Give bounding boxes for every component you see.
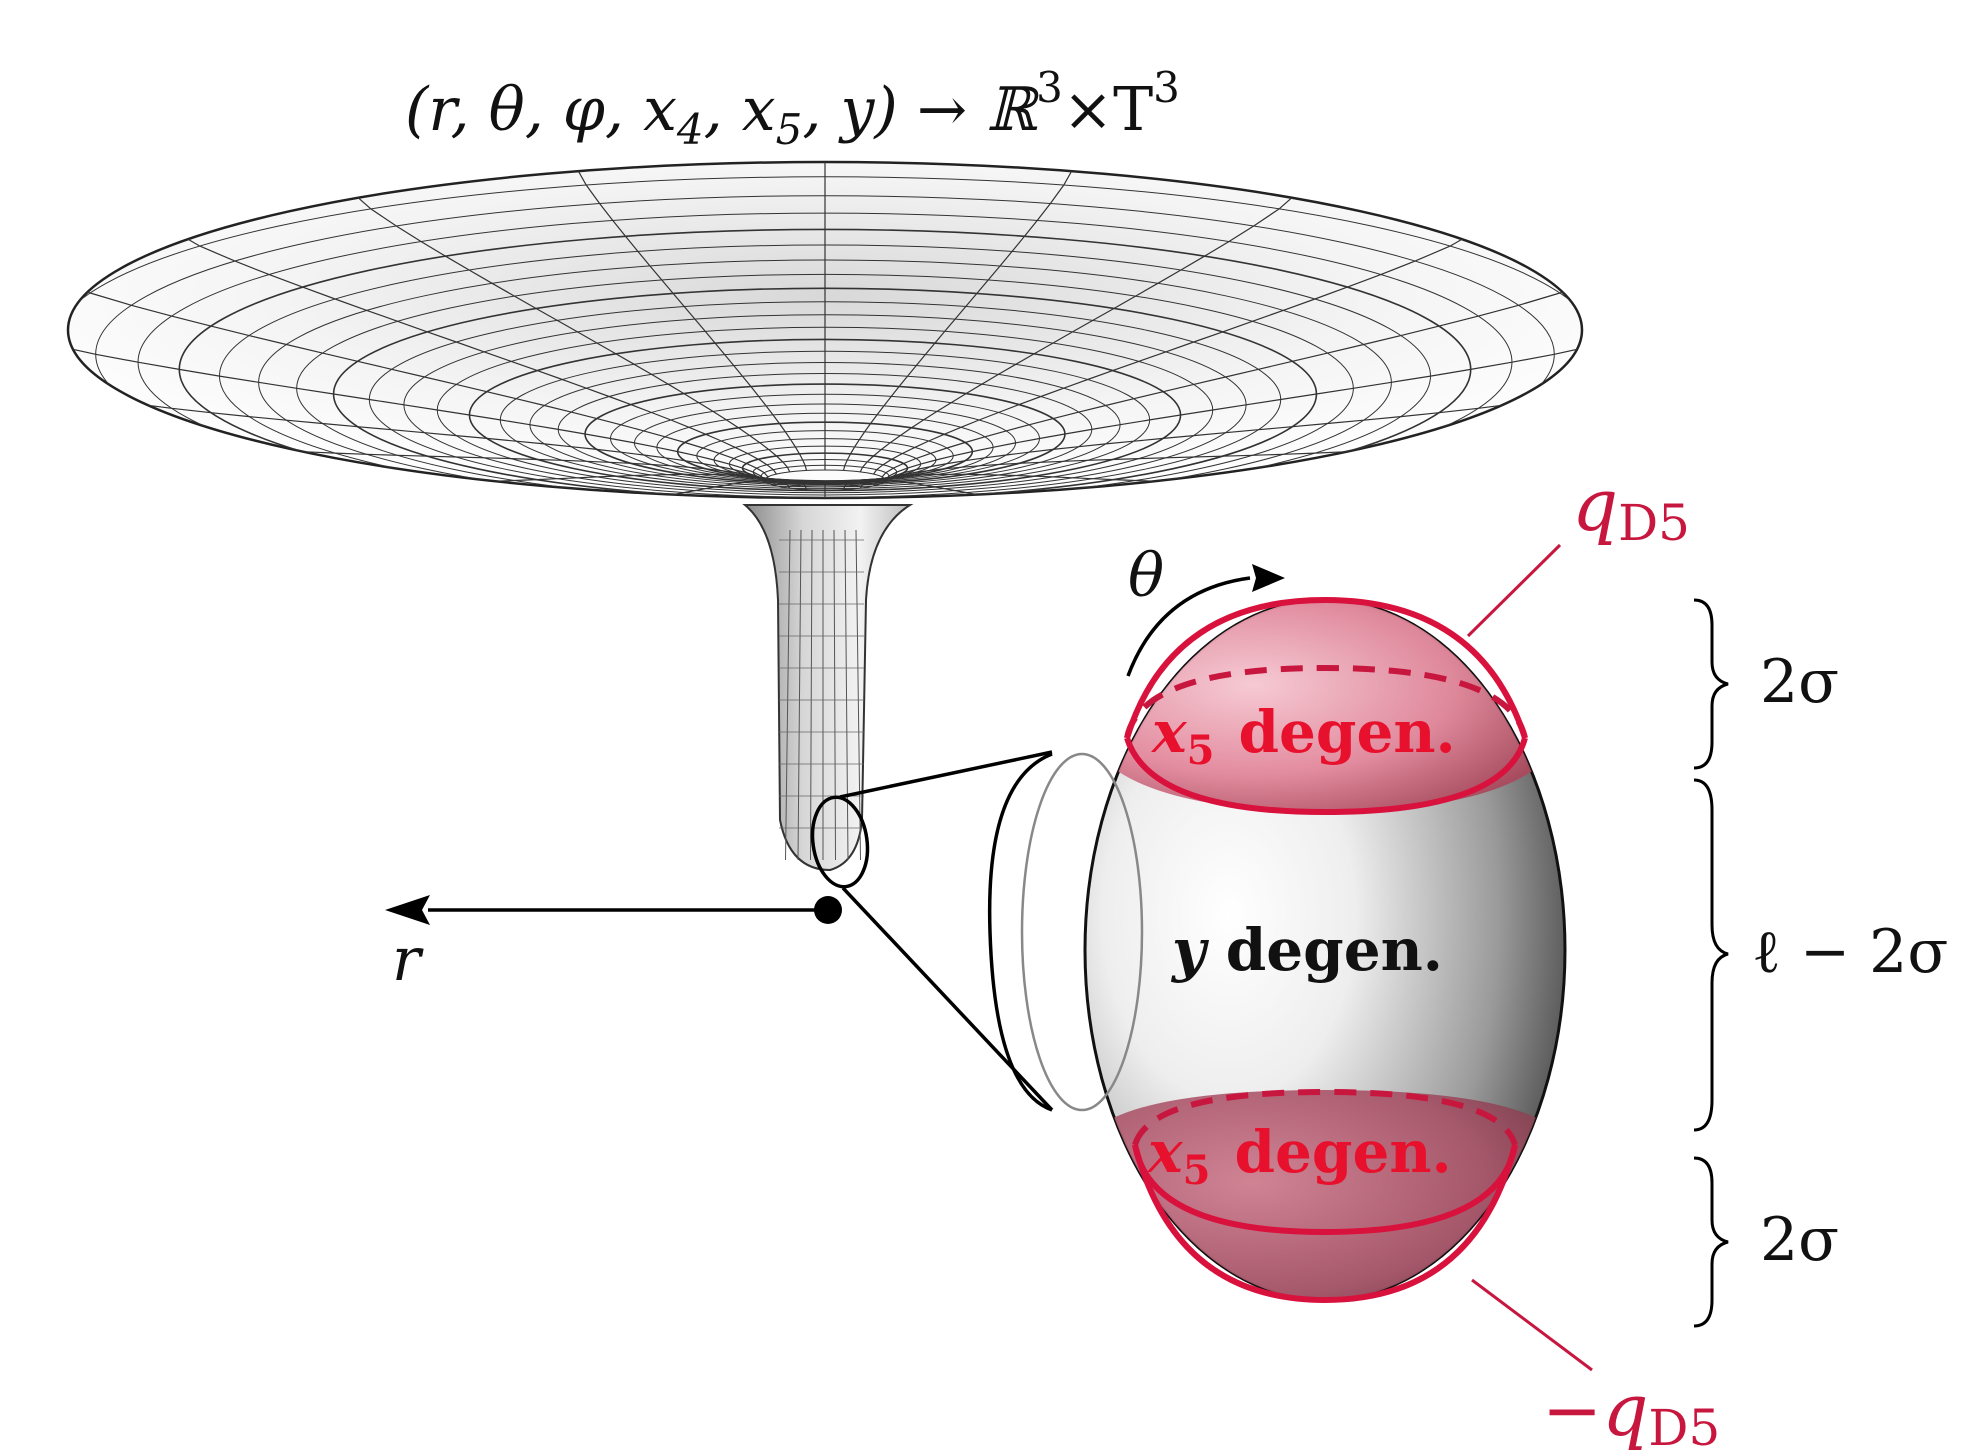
bottom-charge-sub: D5 bbox=[1648, 1399, 1720, 1450]
middle-degen-word: degen. bbox=[1226, 916, 1443, 984]
brace-middle bbox=[1693, 778, 1729, 1132]
top-charge-label: qD5 bbox=[1572, 463, 1690, 552]
formula-tail: , y) → ℝ bbox=[802, 75, 1040, 145]
funnel-surface bbox=[66, 160, 1584, 872]
charge-pointers bbox=[1466, 543, 1593, 1372]
formula-sub5: 5 bbox=[776, 105, 803, 154]
slice-ellipse-front bbox=[987, 752, 1053, 1112]
slice-ellipse-back bbox=[1020, 752, 1144, 1112]
r-axis: r bbox=[385, 895, 842, 995]
formula-sub4: 4 bbox=[676, 105, 704, 154]
bottom-charge-label: −qD5 bbox=[1542, 1368, 1720, 1450]
formula-sup-b: 3 bbox=[1153, 63, 1180, 112]
formula-sup-a: 3 bbox=[1036, 63, 1063, 112]
origin-dot bbox=[814, 896, 842, 924]
funnel-spoke bbox=[881, 274, 1582, 478]
braces bbox=[1693, 598, 1729, 1328]
throat-line bbox=[855, 529, 861, 861]
r-axis-label: r bbox=[392, 925, 424, 995]
zoom-cone-bottom bbox=[841, 886, 1054, 1112]
throat-line bbox=[785, 529, 791, 861]
bottom-cap-back-dashed bbox=[1132, 1088, 1518, 1147]
funnel-spoke bbox=[842, 478, 1078, 498]
formula-sep1: , x bbox=[704, 75, 776, 145]
theta-arrow: θ bbox=[1126, 541, 1285, 677]
bottom-degen-label: x5 degen. bbox=[1146, 1118, 1452, 1194]
bottom-charge-pointer bbox=[1471, 1278, 1593, 1372]
funnel-spoke bbox=[68, 274, 769, 478]
throat-line bbox=[810, 529, 813, 861]
funnel-spoke bbox=[163, 224, 777, 475]
zoom-cone-top bbox=[839, 750, 1053, 799]
funnel-spoke bbox=[881, 384, 1582, 484]
funnel-spoke bbox=[572, 478, 808, 498]
top-cap-back-dashed bbox=[1124, 664, 1528, 739]
zoom-loop bbox=[810, 795, 870, 889]
coordinate-formula: (r, θ, φ, x4, x5, y) → ℝ3×T3 bbox=[405, 63, 1180, 154]
bottom-cap-outline bbox=[1132, 1144, 1518, 1304]
funnel-spoke bbox=[68, 329, 766, 481]
theta-arrow-arc bbox=[1126, 576, 1251, 677]
bottom-cap-front bbox=[1132, 1144, 1518, 1236]
funnel-spoke bbox=[842, 162, 1079, 471]
funnel-throat bbox=[742, 504, 914, 872]
zoom-cone bbox=[839, 750, 1054, 1112]
bottom-degen-word: degen. bbox=[1234, 1118, 1451, 1186]
top-degen-word: degen. bbox=[1238, 698, 1455, 766]
funnel-spoke bbox=[68, 384, 769, 484]
top-degen-x: x bbox=[1150, 698, 1188, 766]
top-degen-label: x5 degen. bbox=[1150, 698, 1456, 774]
r-axis-arrowhead bbox=[385, 895, 430, 925]
theta-label: θ bbox=[1128, 541, 1164, 611]
brace-middle-label: ℓ − 2σ bbox=[1752, 917, 1948, 987]
brace-bottom bbox=[1693, 1156, 1729, 1328]
formula-times: ×T bbox=[1063, 75, 1153, 145]
bottom-degen-x: x bbox=[1146, 1118, 1184, 1186]
funnel-spoke bbox=[873, 434, 1487, 487]
top-cap bbox=[1085, 600, 1565, 812]
top-charge-q: q bbox=[1572, 463, 1618, 547]
funnel-spoke bbox=[571, 162, 808, 471]
brace-top-label: 2σ bbox=[1760, 647, 1839, 717]
funnel-spoke bbox=[859, 185, 1306, 473]
top-cap-outline bbox=[1124, 596, 1528, 739]
funnel-spoke bbox=[873, 224, 1487, 475]
theta-arrowhead bbox=[1252, 564, 1285, 592]
middle-degen-y: y bbox=[1170, 916, 1210, 984]
brace-bottom-label: 2σ bbox=[1760, 1205, 1839, 1275]
funnel-spoke bbox=[163, 434, 777, 487]
bottom-charge-q: −q bbox=[1542, 1368, 1648, 1450]
throat-line bbox=[833, 529, 836, 861]
throat-line bbox=[844, 529, 849, 861]
top-charge-sub: D5 bbox=[1618, 494, 1690, 552]
bottom-degen-sub: 5 bbox=[1183, 1147, 1211, 1194]
throat-line bbox=[797, 529, 802, 861]
funnel-spoke bbox=[344, 185, 791, 473]
funnel-spoke bbox=[884, 329, 1582, 481]
top-charge-pointer bbox=[1466, 543, 1562, 638]
top-cap-front bbox=[1124, 737, 1528, 816]
formula-coords: (r, θ, φ, x bbox=[405, 75, 677, 145]
brace-top bbox=[1693, 598, 1729, 770]
top-degen-sub: 5 bbox=[1187, 727, 1215, 774]
